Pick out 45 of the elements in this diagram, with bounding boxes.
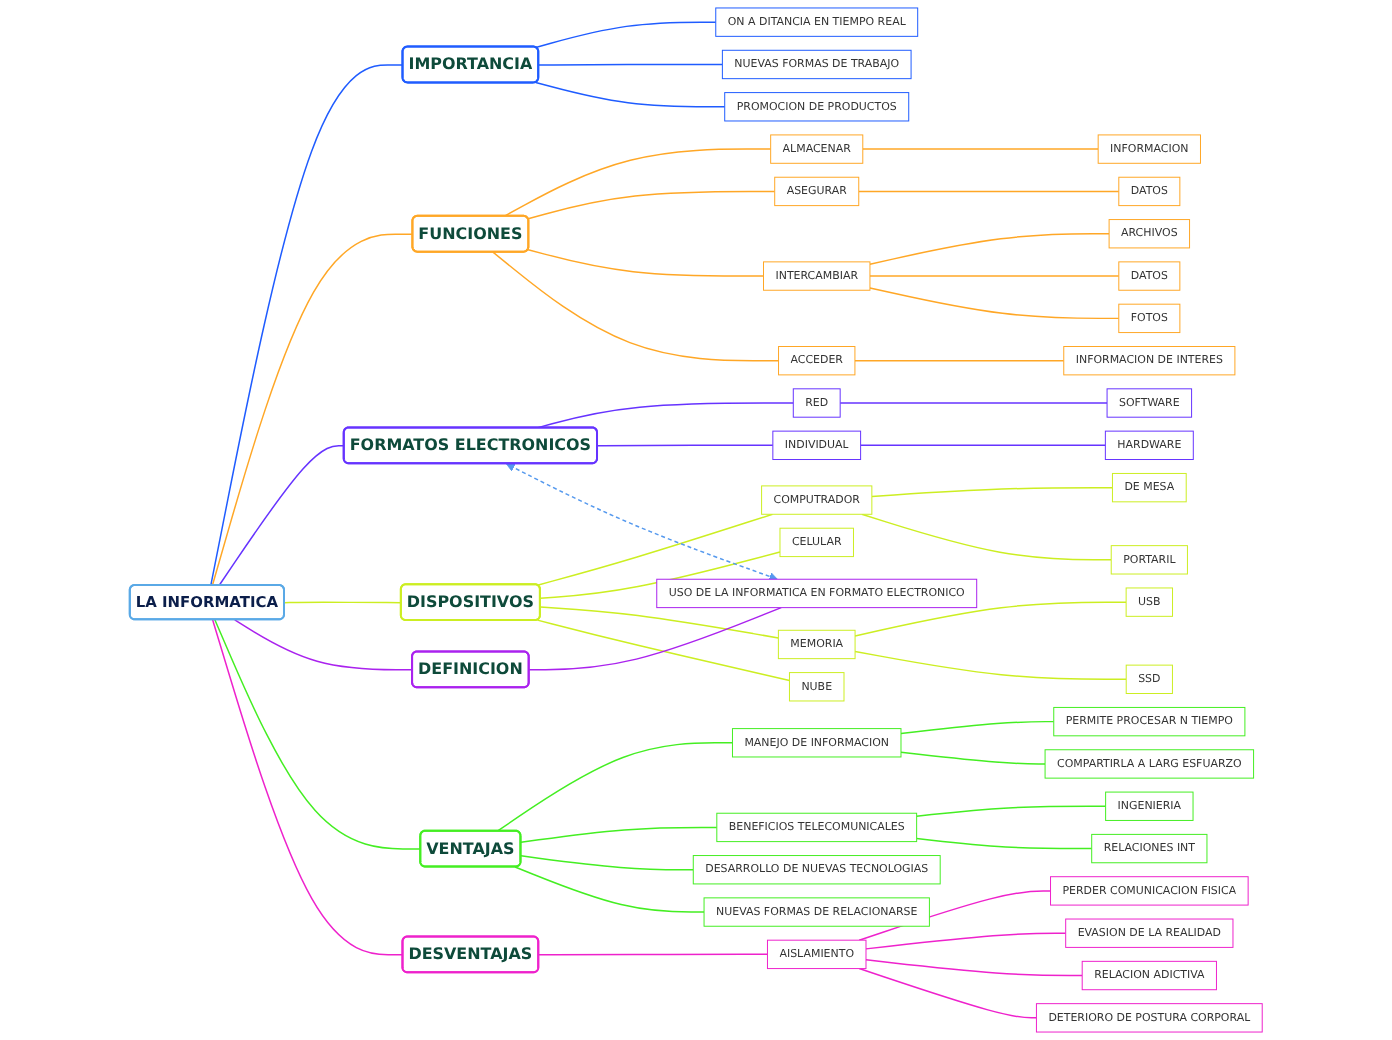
connector bbox=[854, 359, 1065, 362]
connector bbox=[528, 606, 782, 671]
connector bbox=[862, 148, 1099, 150]
connector bbox=[536, 619, 791, 682]
connector bbox=[534, 81, 726, 108]
connector bbox=[211, 233, 414, 587]
connector bbox=[900, 720, 1055, 735]
connector bbox=[538, 63, 724, 66]
connector bbox=[869, 275, 1120, 277]
connector bbox=[839, 402, 1108, 404]
connector bbox=[854, 650, 1127, 681]
connector bbox=[218, 445, 345, 587]
connector bbox=[527, 248, 765, 277]
connector bbox=[539, 551, 781, 599]
connector bbox=[536, 513, 774, 586]
connector bbox=[539, 606, 780, 639]
connector bbox=[214, 619, 422, 850]
connector bbox=[534, 21, 717, 49]
connector bbox=[859, 444, 1107, 447]
connector bbox=[492, 251, 780, 362]
connector bbox=[520, 826, 718, 844]
connector bbox=[520, 855, 694, 871]
connector bbox=[861, 513, 1112, 561]
connector bbox=[858, 190, 1120, 193]
connector bbox=[871, 486, 1114, 498]
connector bbox=[596, 444, 774, 447]
connector bbox=[496, 742, 734, 832]
connector bbox=[865, 959, 1083, 977]
connector bbox=[858, 967, 1038, 1019]
connector bbox=[869, 233, 1110, 265]
connector bbox=[915, 837, 1093, 850]
connector bbox=[210, 64, 404, 587]
connector bbox=[854, 601, 1127, 637]
connector bbox=[234, 619, 414, 671]
connector bbox=[514, 866, 705, 913]
connector bbox=[211, 619, 404, 956]
connector bbox=[527, 190, 776, 220]
connector bbox=[538, 953, 769, 956]
connector bbox=[915, 805, 1107, 818]
arrow bbox=[506, 463, 778, 581]
connector bbox=[283, 601, 403, 604]
connector bbox=[869, 287, 1120, 320]
connector bbox=[865, 932, 1067, 950]
connector bbox=[900, 751, 1046, 765]
connector bbox=[503, 148, 772, 218]
